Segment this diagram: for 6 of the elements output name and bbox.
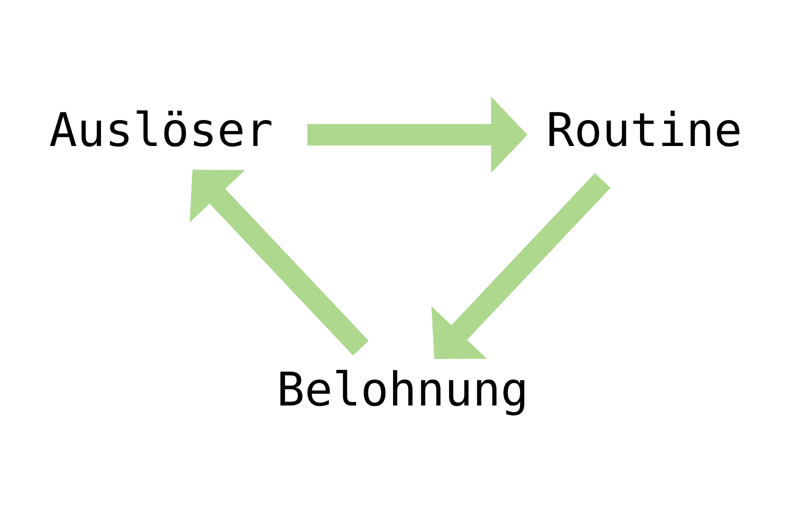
arrow xyxy=(431,172,610,358)
node-text: Belohnung xyxy=(276,362,529,416)
arrow xyxy=(307,96,528,172)
node-text: Auslöser xyxy=(49,102,274,157)
node-text: Routine xyxy=(546,102,742,157)
arrow xyxy=(190,169,369,356)
